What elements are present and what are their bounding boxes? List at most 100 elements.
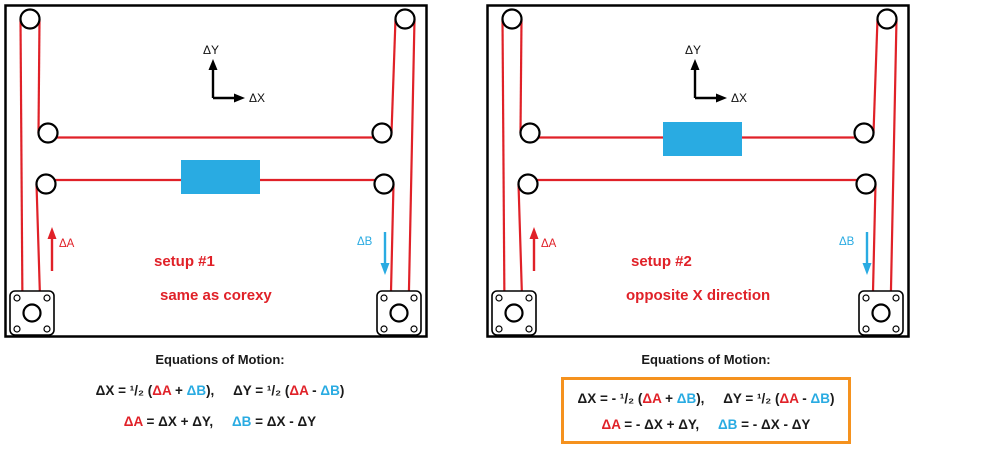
pulley-top-right bbox=[876, 8, 898, 30]
bolt bbox=[495, 294, 503, 302]
belt-a-direction: ΔA bbox=[529, 227, 557, 271]
belt-a-direction: ΔA bbox=[47, 227, 75, 271]
belt-segment bbox=[872, 18, 879, 134]
equations-title: Equations of Motion: bbox=[155, 352, 285, 367]
pulley-mid-left-lower bbox=[517, 173, 539, 195]
setup-caption-line2: opposite X direction bbox=[626, 287, 770, 304]
axis-y-arrowhead-icon bbox=[690, 59, 700, 70]
axis-x-label: ΔX bbox=[249, 91, 265, 105]
pulley-top-right bbox=[394, 8, 416, 30]
bolt bbox=[892, 294, 900, 302]
equations-setup-1: Equations of Motion: ΔX = ¹/₂ (ΔA + ΔB),… bbox=[40, 352, 400, 429]
equations-setup-2: Equations of Motion: ΔX = - ¹/₂ (ΔA + ΔB… bbox=[526, 352, 886, 444]
eq-term: = ΔX - ΔY bbox=[251, 414, 317, 429]
diagram-setup-2: ΔY ΔX ΔA ΔB setup #2 opposite X directio… bbox=[486, 4, 910, 338]
eq-term: ) bbox=[829, 391, 835, 406]
equation-line-xy: ΔX = - ¹/₂ (ΔA + ΔB), ΔY = ¹/₂ (ΔA - ΔB) bbox=[578, 391, 835, 406]
carriage bbox=[663, 122, 742, 156]
eq-term-delta-a: ΔA bbox=[152, 383, 172, 398]
motor-mount-right bbox=[858, 290, 904, 336]
eq-term-delta-b: ΔB bbox=[810, 391, 830, 406]
eq-term-delta-b: ΔB bbox=[186, 383, 207, 398]
belt-a-label: ΔA bbox=[541, 238, 557, 250]
pulley-mid-right-upper bbox=[371, 122, 393, 144]
belt-b-arrowhead-icon bbox=[862, 263, 872, 275]
axis-x-label: ΔX bbox=[731, 91, 747, 105]
eq-term: ), bbox=[696, 391, 724, 406]
eq-term-delta-a: ΔA bbox=[779, 391, 799, 406]
eq-term: = - ΔX + ΔY, bbox=[620, 417, 718, 432]
pulley-mid-right-lower bbox=[373, 173, 395, 195]
belt-segment bbox=[519, 18, 523, 134]
eq-term-delta-b: ΔB bbox=[717, 417, 738, 432]
motor-mount-left bbox=[491, 290, 537, 336]
pulley-top-left bbox=[501, 8, 523, 30]
axis-y-label: ΔY bbox=[685, 43, 701, 57]
setup-caption-line2: same as corexy bbox=[160, 287, 272, 304]
belt-b-label: ΔB bbox=[357, 236, 373, 248]
axis-indicator: ΔY ΔX bbox=[685, 43, 747, 105]
bolt bbox=[495, 325, 503, 333]
eq-term: - bbox=[798, 391, 811, 406]
bolt bbox=[43, 294, 51, 302]
bolt bbox=[525, 294, 533, 302]
eq-term-delta-b: ΔB bbox=[231, 414, 252, 429]
bolt bbox=[862, 325, 870, 333]
axis-y-arrowhead-icon bbox=[208, 59, 218, 70]
motor-pulley bbox=[504, 303, 524, 323]
eq-term: ), bbox=[206, 383, 234, 398]
pulley-mid-right-lower bbox=[855, 173, 877, 195]
motor-pulley bbox=[22, 303, 42, 323]
bolt bbox=[892, 325, 900, 333]
eq-term-delta-b: ΔB bbox=[320, 383, 340, 398]
axis-indicator: ΔY ΔX bbox=[203, 43, 265, 105]
highlight-box: ΔX = - ¹/₂ (ΔA + ΔB), ΔY = ¹/₂ (ΔA - ΔB)… bbox=[560, 377, 852, 444]
eq-term: ΔX = ¹/₂ ( bbox=[95, 383, 153, 398]
belt-a-arrowhead-icon bbox=[47, 227, 57, 239]
belt-segment bbox=[37, 18, 41, 134]
belt-b-direction: ΔB bbox=[357, 232, 390, 275]
bolt bbox=[13, 294, 21, 302]
pulley-mid-right-upper bbox=[853, 122, 875, 144]
motor-pulley bbox=[389, 303, 409, 323]
setup-caption-line1: setup #1 bbox=[154, 253, 215, 270]
bolt bbox=[410, 294, 418, 302]
diagram-setup-1: ΔY ΔX ΔA ΔB setup #1 same as corexy bbox=[4, 4, 428, 338]
axis-x-arrowhead-icon bbox=[716, 93, 727, 103]
eq-term-delta-a: ΔA bbox=[642, 391, 662, 406]
equation-line-xy: ΔX = ¹/₂ (ΔA + ΔB), ΔY = ¹/₂ (ΔA - ΔB) bbox=[40, 383, 400, 398]
belt-b-direction: ΔB bbox=[839, 232, 872, 275]
bolt bbox=[13, 325, 21, 333]
motor-mount-left bbox=[9, 290, 55, 336]
eq-term: = - ΔX - ΔY bbox=[737, 417, 811, 432]
eq-term: - bbox=[308, 383, 321, 398]
belt-segment bbox=[889, 18, 898, 314]
belt-a-label: ΔA bbox=[59, 238, 75, 250]
motor-pulley bbox=[871, 303, 891, 323]
belt-a-arrowhead-icon bbox=[529, 227, 539, 239]
belt-segment bbox=[19, 18, 24, 314]
eq-term-delta-a: ΔA bbox=[123, 414, 143, 429]
eq-term-delta-a: ΔA bbox=[289, 383, 309, 398]
eq-term-delta-b: ΔB bbox=[676, 391, 697, 406]
equation-line-ab: ΔA = - ΔX + ΔY, ΔB = - ΔX - ΔY bbox=[578, 417, 835, 432]
belt-segment bbox=[407, 18, 416, 314]
eq-term: = ΔX + ΔY, bbox=[142, 414, 232, 429]
bolt bbox=[380, 294, 388, 302]
eq-term-delta-a: ΔA bbox=[601, 417, 621, 432]
eq-term: ) bbox=[339, 383, 345, 398]
machine-frame bbox=[486, 4, 910, 338]
pulley-top-left bbox=[19, 8, 41, 30]
eq-term: + bbox=[661, 391, 677, 406]
pulley-mid-left-upper bbox=[37, 122, 59, 144]
belt-b-arrowhead-icon bbox=[380, 263, 390, 275]
eq-term: + bbox=[171, 383, 187, 398]
bolt bbox=[525, 325, 533, 333]
pulley-mid-left-upper bbox=[519, 122, 541, 144]
bolt bbox=[43, 325, 51, 333]
axis-y-label: ΔY bbox=[203, 43, 219, 57]
axis-x-arrowhead-icon bbox=[234, 93, 245, 103]
equations-title: Equations of Motion: bbox=[641, 352, 771, 367]
belt-segment bbox=[501, 18, 506, 314]
